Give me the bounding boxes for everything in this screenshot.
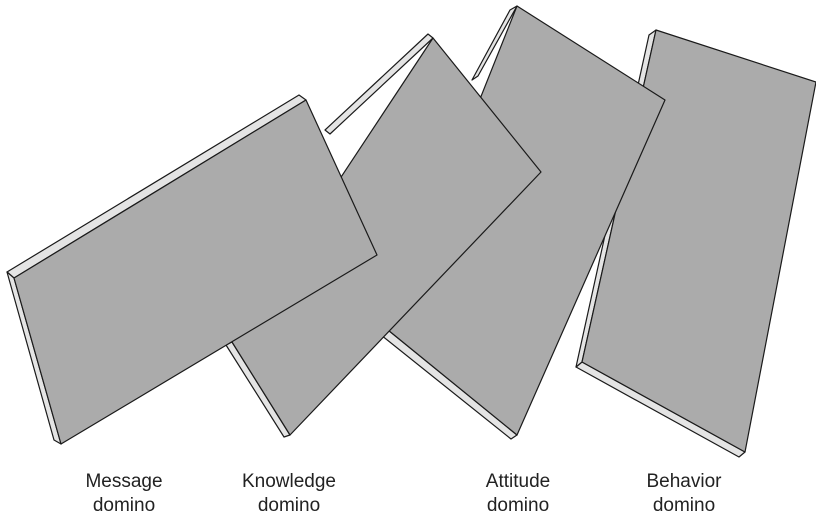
attitude-domino-label: Attitude domino [438,470,598,518]
message-domino-label-line1: Message [44,470,204,494]
knowledge-domino-label-line1: Knowledge [209,470,369,494]
attitude-domino-label-line1: Attitude [438,470,598,494]
knowledge-domino-label: Knowledge domino [209,470,369,518]
attitude-domino-label-line2: domino [438,494,598,518]
knowledge-domino-label-line2: domino [209,494,369,518]
message-domino-label-line2: domino [44,494,204,518]
behavior-domino-label-line1: Behavior [604,470,764,494]
behavior-domino-label: Behavior domino [604,470,764,518]
message-domino-label: Message domino [44,470,204,518]
behavior-domino-label-line2: domino [604,494,764,518]
